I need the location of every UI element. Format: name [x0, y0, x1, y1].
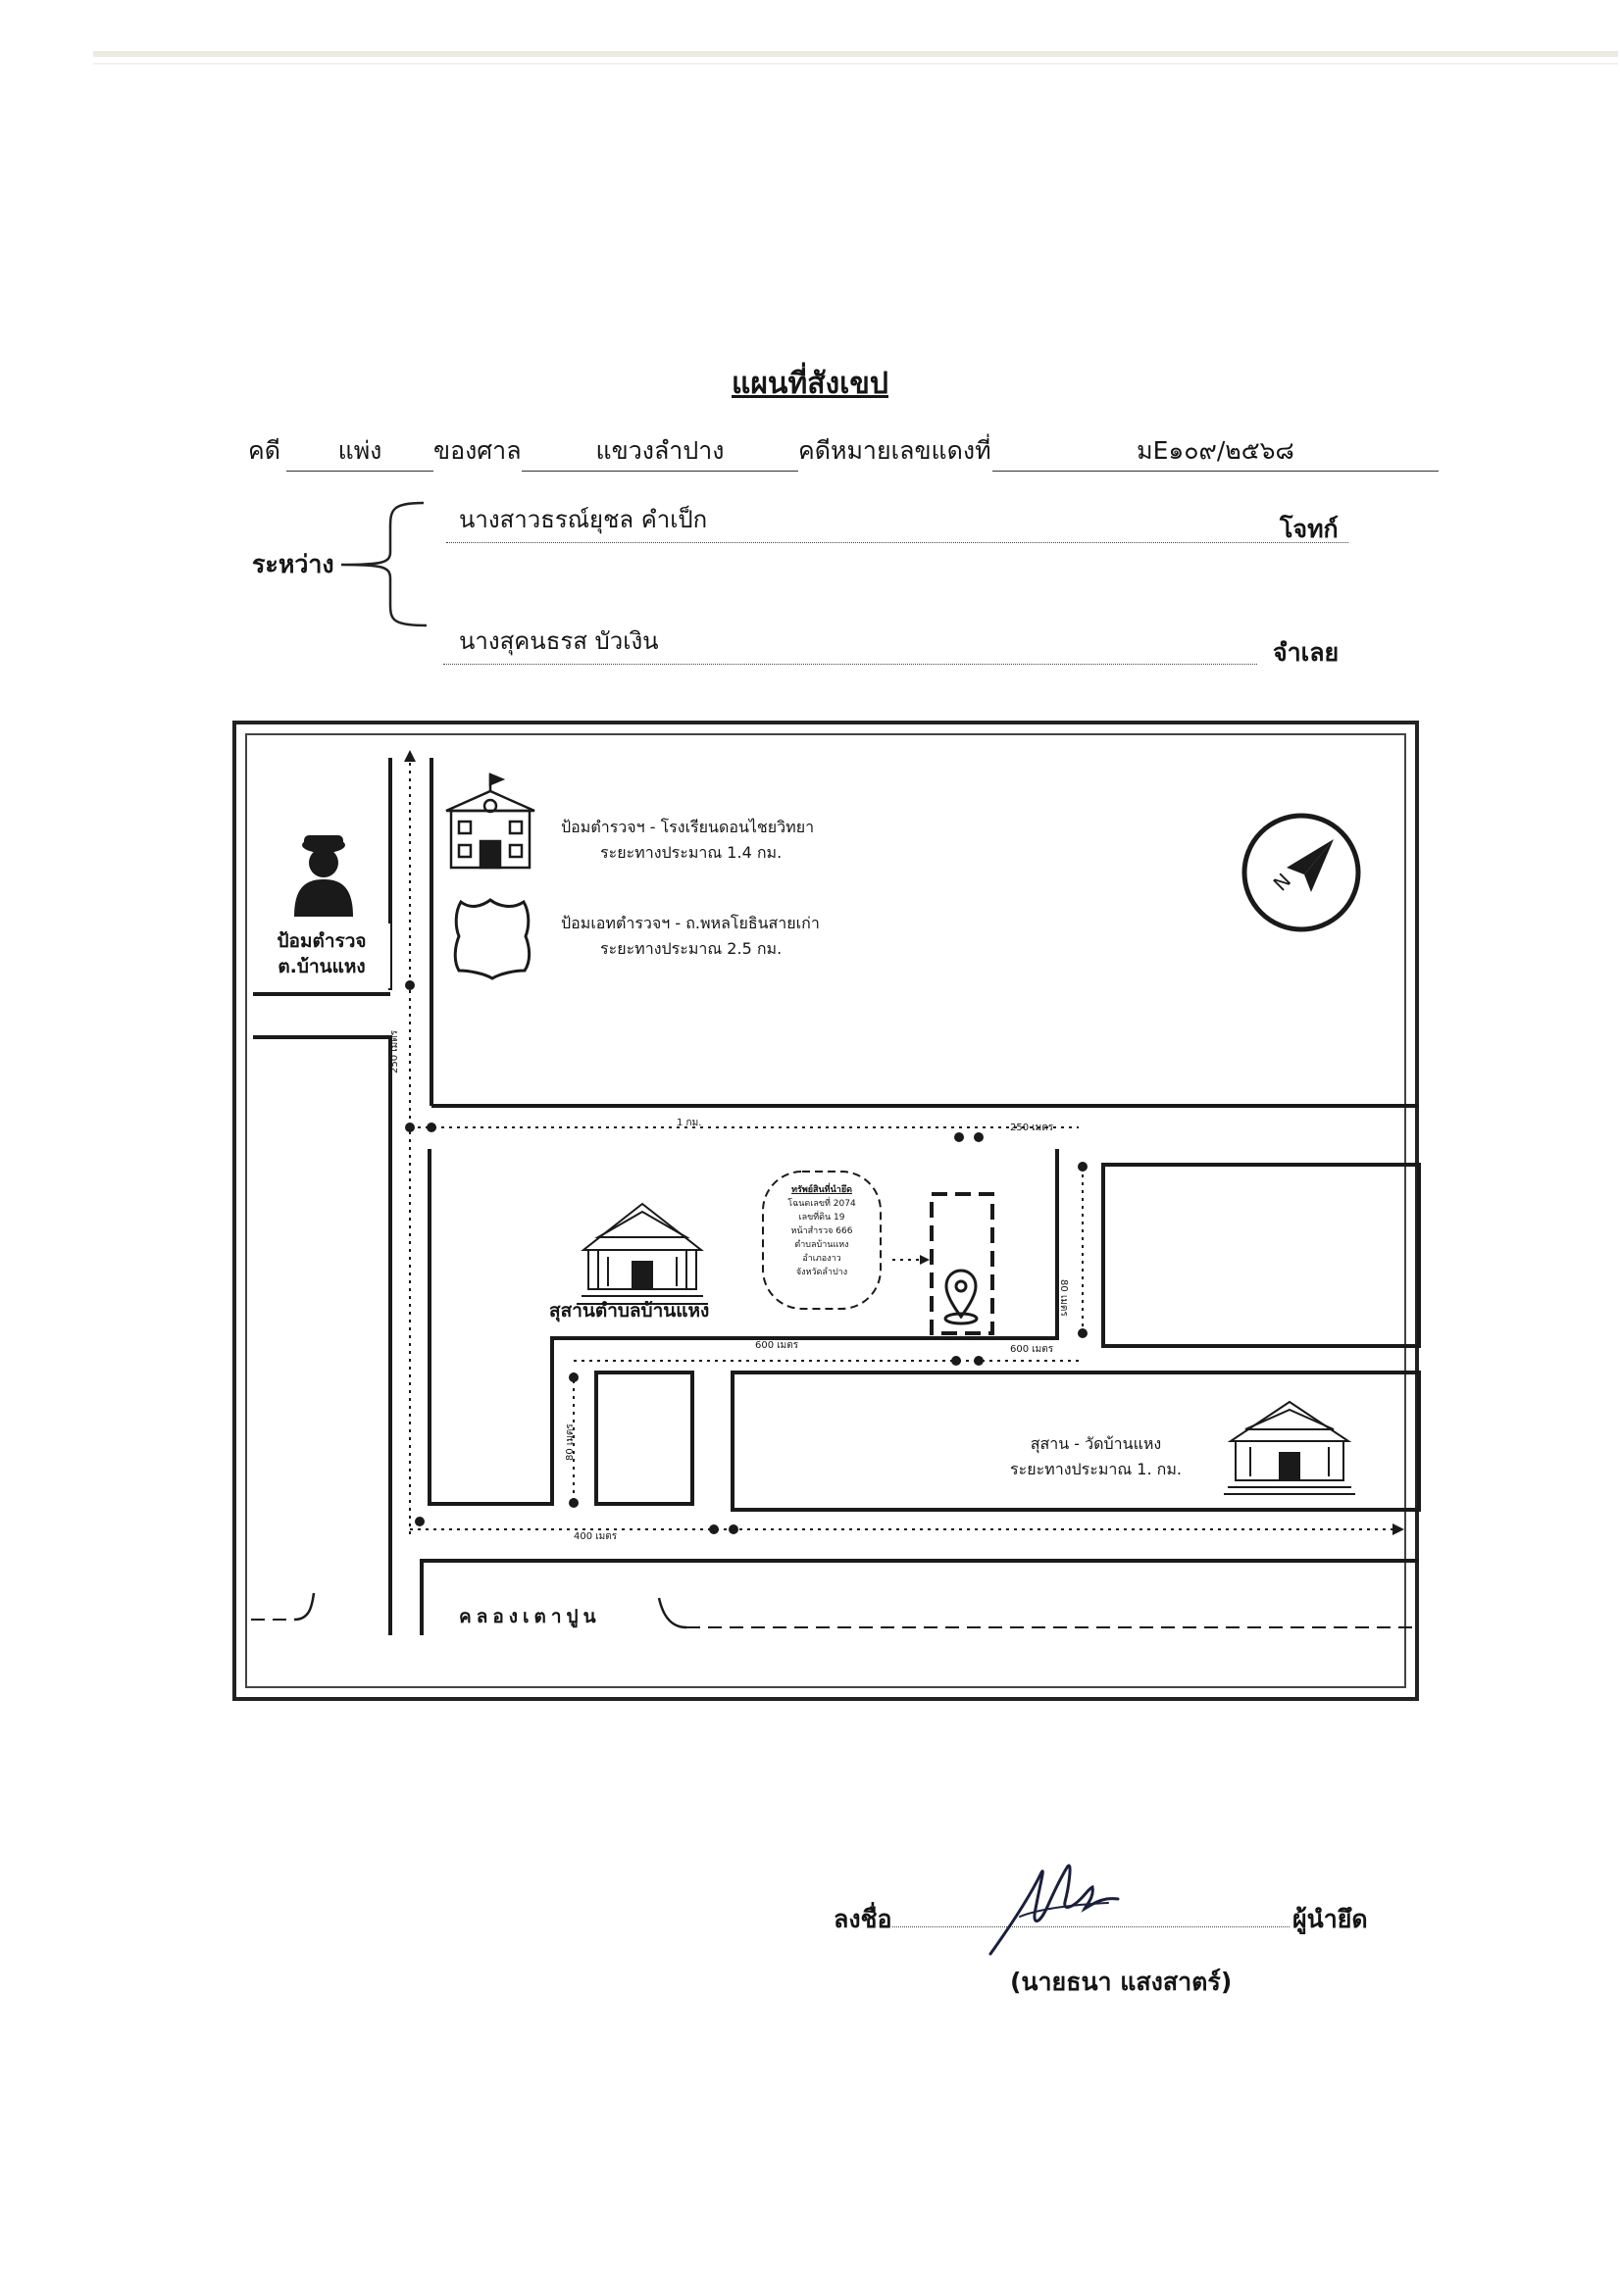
map-inner-frame: [245, 733, 1406, 1688]
road-line: [420, 1559, 1419, 1635]
property-line: จังหวัดลำปาง: [795, 1268, 848, 1277]
property-line: โฉนดเลขที่ 2074: [787, 1199, 856, 1209]
route-node: [954, 1132, 964, 1142]
svg-text:N: N: [1269, 869, 1296, 896]
route-node: [974, 1356, 984, 1366]
temple-icon: [577, 1202, 708, 1305]
defendant-line: [443, 664, 1257, 665]
block-outline: [594, 1371, 694, 1506]
highway-shield-icon: [453, 898, 532, 980]
police-officer-icon: [294, 835, 353, 917]
signer-name: (นายธนา แสงสาตร์): [1010, 1968, 1233, 1996]
route-node: [709, 1524, 719, 1534]
canal-bank: [293, 1592, 687, 1629]
school-building-icon: [445, 773, 535, 870]
distance-label: 1 กม.: [677, 1118, 702, 1128]
property-line: อำเภองาว: [802, 1254, 841, 1264]
school-landmark-line: ป้อมตำรวจฯ - โรงเรียนดอนไชยวิทยา: [561, 818, 815, 836]
red-no-label: คดีหมายเลขแดงที่: [798, 436, 991, 465]
party-brace: [340, 501, 428, 627]
route-node: [415, 1517, 425, 1526]
police-box-line: ป้อมตำรวจ: [277, 930, 367, 952]
distance-label: 80 เมตร: [565, 1423, 576, 1461]
route-node: [729, 1524, 738, 1534]
property-details: ทรัพย์สินที่นำยึด โฉนดเลขที่ 2074 เลขที่…: [768, 1183, 876, 1279]
cemetery-left-label: สุสานตำบลบ้านแหง: [549, 1300, 710, 1322]
route-node: [405, 1123, 415, 1132]
property-line: ตำบลบ้านแหง: [794, 1240, 849, 1250]
canal-label: คลองเตาปูน: [459, 1606, 601, 1627]
block-outline: [428, 1149, 1059, 1506]
school-landmark-distance: ระยะทางประมาณ 1.4 กม.: [600, 843, 783, 862]
block-outline: [1101, 1163, 1421, 1348]
distance-label: 250 เมตร: [1010, 1123, 1054, 1133]
property-line: ทรัพย์สินที่นำยึด: [791, 1185, 852, 1195]
cemetery-right-text: สุสาน - วัดบ้านแหง ระยะทางประมาณ 1. กม.: [1010, 1431, 1182, 1482]
cemetery-right-line: สุสาน - วัดบ้านแหง: [1030, 1434, 1162, 1453]
distance-label: 600 เมตร: [755, 1340, 799, 1351]
property-label-bubble: [762, 1171, 882, 1310]
distance-label: 600 เมตร: [1010, 1344, 1054, 1355]
police-box-line: ต.บ้านแหง: [278, 956, 366, 977]
plaintiff-name: นางสาวธรณ์ยุชล คำเป็ก: [459, 506, 708, 533]
court-name: แขวงลำปาง: [522, 431, 798, 472]
arrow-head: [1392, 1523, 1404, 1535]
route-node: [569, 1373, 579, 1382]
block-outline: [731, 1371, 1421, 1512]
route-node: [1078, 1328, 1088, 1338]
compass-icon: N: [1241, 813, 1361, 932]
plaintiff-line: [446, 542, 1348, 543]
between-label: ระหว่าง: [252, 550, 334, 578]
arrow-head: [404, 750, 416, 762]
cemetery-right-distance: ระยะทางประมาณ 1. กม.: [1010, 1460, 1182, 1478]
route-node: [405, 980, 415, 990]
scan-edge-line: [93, 51, 1618, 57]
defendant-name: นางสุคนธรส บัวเงิน: [459, 627, 659, 655]
route-node: [427, 1123, 436, 1132]
defendant-role: จำเลย: [1273, 638, 1340, 667]
signature-line: [892, 1926, 1290, 1927]
court-label: ของศาล: [433, 436, 522, 465]
property-line: เลขที่ดิน 19: [798, 1213, 845, 1223]
case-type: แพ่ง: [286, 431, 433, 472]
school-landmark-text: ป้อมตำรวจฯ - โรงเรียนดอนไชยวิทยา ระยะทาง…: [561, 815, 814, 866]
signer-role: ผู้นำยึด: [1292, 1905, 1368, 1933]
plaintiff-role: โจทก์: [1280, 515, 1339, 543]
case-label: คดี: [248, 436, 280, 465]
property-line: หน้าสำรวจ 666: [790, 1226, 853, 1236]
location-pin-icon: [943, 1269, 979, 1325]
highway-landmark-distance: ระยะทางประมาณ 2.5 กม.: [600, 939, 783, 958]
highway-landmark-line: ป้อมเอทตำรวจฯ - ถ.พหลโยธินสายเก่า: [561, 914, 820, 932]
temple-icon: [1224, 1400, 1355, 1495]
route-node: [569, 1498, 579, 1508]
road-line: [253, 1035, 392, 1635]
property-plot: [930, 1192, 994, 1335]
red-case-number: มE๑๐๙/๒๕๖๘: [992, 431, 1439, 472]
handwritten-signature: [988, 1864, 1120, 1956]
police-box-label: ป้อมตำรวจ ต.บ้านแหง: [253, 928, 390, 979]
page-title: แผนที่สังเขป: [732, 367, 888, 401]
distance-label: 250 เมตร: [389, 1029, 400, 1073]
distance-label: 80 เมตร: [1058, 1279, 1069, 1317]
route-node: [951, 1356, 961, 1366]
route-node: [974, 1132, 984, 1142]
highway-landmark-text: ป้อมเอทตำรวจฯ - ถ.พหลโยธินสายเก่า ระยะทา…: [561, 911, 820, 962]
route-node: [1078, 1162, 1088, 1172]
scan-edge-line-2: [93, 63, 1618, 65]
sign-label: ลงชื่อ: [834, 1905, 892, 1933]
arrow-head: [920, 1255, 930, 1265]
distance-label: 400 เมตร: [574, 1531, 618, 1542]
